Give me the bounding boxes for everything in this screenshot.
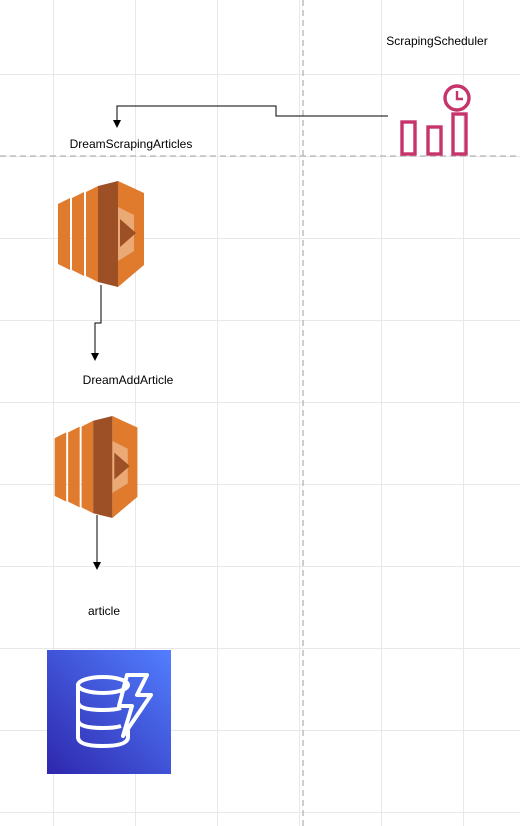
edge-scraping-to-add[interactable] xyxy=(91,285,102,361)
eventbridge-scheduler-icon[interactable] xyxy=(395,80,475,156)
scraping-lambda-label: DreamScrapingArticles xyxy=(69,137,193,151)
aws-lambda-icon[interactable] xyxy=(58,181,146,287)
scheduler-label: ScrapingScheduler xyxy=(386,34,488,48)
edge-scheduler-to-scraping[interactable] xyxy=(113,105,388,128)
add-article-lambda-label: DreamAddArticle xyxy=(82,373,174,387)
article-table-label: article xyxy=(87,604,121,618)
dynamodb-icon[interactable] xyxy=(47,650,171,774)
aws-lambda-icon[interactable] xyxy=(53,416,141,518)
